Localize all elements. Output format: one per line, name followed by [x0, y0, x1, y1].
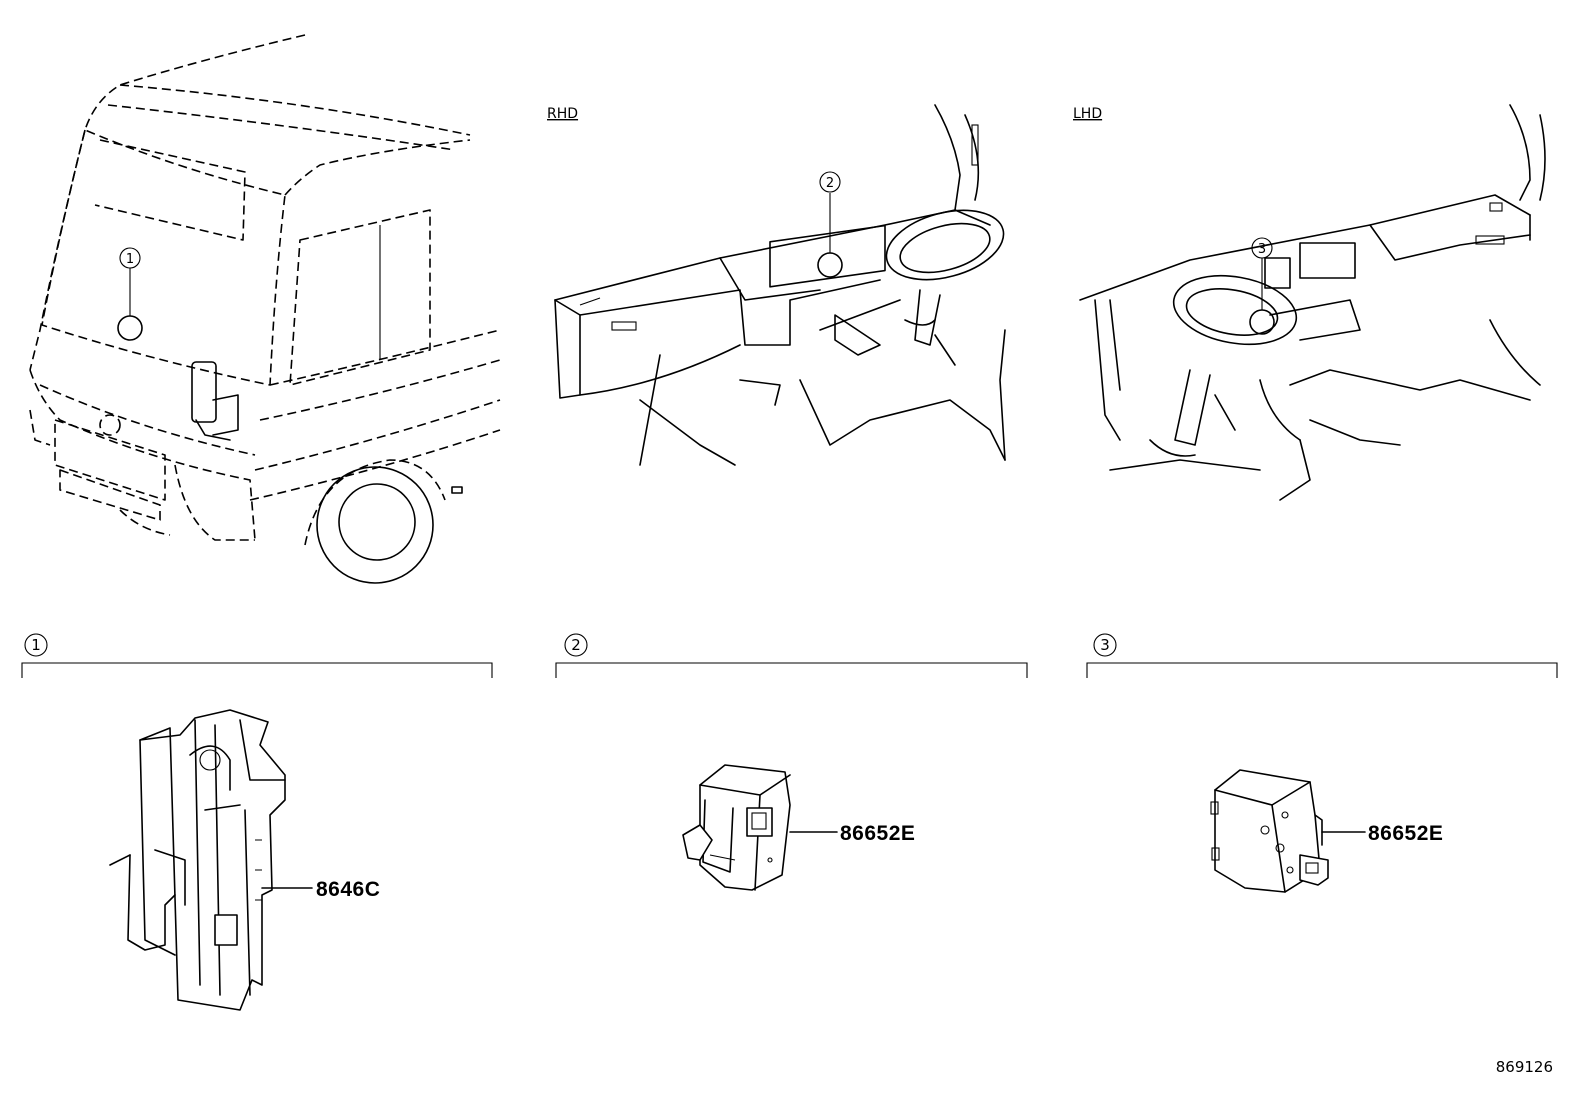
rhd-callout-number: 2 [826, 176, 834, 191]
section-1-number: 1 [31, 636, 41, 654]
section-3: 3 86652E [1086, 633, 1558, 893]
part-86652e-lhd-drawing [1210, 769, 1329, 893]
rhd-label: RHD [547, 106, 578, 122]
section-2: 2 86652E [555, 633, 1028, 891]
section-3-number: 3 [1100, 636, 1110, 654]
rhd-dashboard-view: RHD 2 [547, 104, 1006, 466]
part-number-86652e-lhd: 86652E [1368, 822, 1443, 845]
lhd-callout-number: 3 [1258, 242, 1266, 257]
part-number-86652e-rhd: 86652E [840, 822, 915, 845]
vehicle-front-view: 1 [29, 34, 501, 584]
section-1: 1 8646C [21, 633, 493, 1011]
vehicle-callout-number: 1 [126, 252, 134, 267]
part-86652e-rhd-drawing [682, 764, 791, 891]
part-8646c-drawing [109, 709, 286, 1011]
illustration-number: 869126 [1496, 1058, 1553, 1076]
part-number-8646c: 8646C [316, 878, 380, 901]
section-2-number: 2 [571, 636, 581, 654]
lhd-label: LHD [1073, 106, 1102, 122]
lhd-dashboard-view: LHD 3 [1073, 104, 1546, 501]
